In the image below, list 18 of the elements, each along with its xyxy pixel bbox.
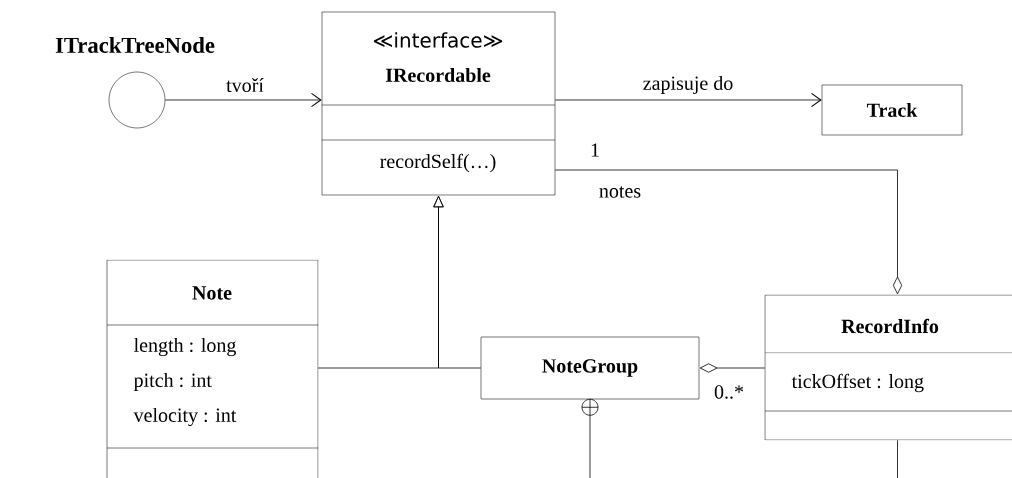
class-box: Track	[821, 84, 963, 136]
connector	[699, 363, 766, 373]
edge-label: 1	[588, 142, 602, 158]
edge-label: 0..*	[712, 383, 746, 401]
node-label: ITrackTreeNode	[55, 37, 215, 53]
connector	[581, 398, 599, 478]
connector	[554, 169, 903, 295]
class-box: Note length : long pitch : int velocity : int	[106, 259, 319, 478]
edge-label: tvoří	[224, 76, 266, 94]
connector	[164, 92, 322, 108]
role-label: notes	[597, 184, 643, 200]
connector	[554, 92, 822, 108]
class-box: NoteGroup	[480, 336, 700, 400]
class-box: RecordInfo tickOffset : long	[764, 294, 1012, 441]
class-box: ≪interface≫ IRecordable recordSelf(…)	[321, 11, 556, 196]
connector	[433, 195, 482, 369]
connector	[897, 439, 898, 478]
edge-label: zapisuje do	[641, 74, 735, 96]
